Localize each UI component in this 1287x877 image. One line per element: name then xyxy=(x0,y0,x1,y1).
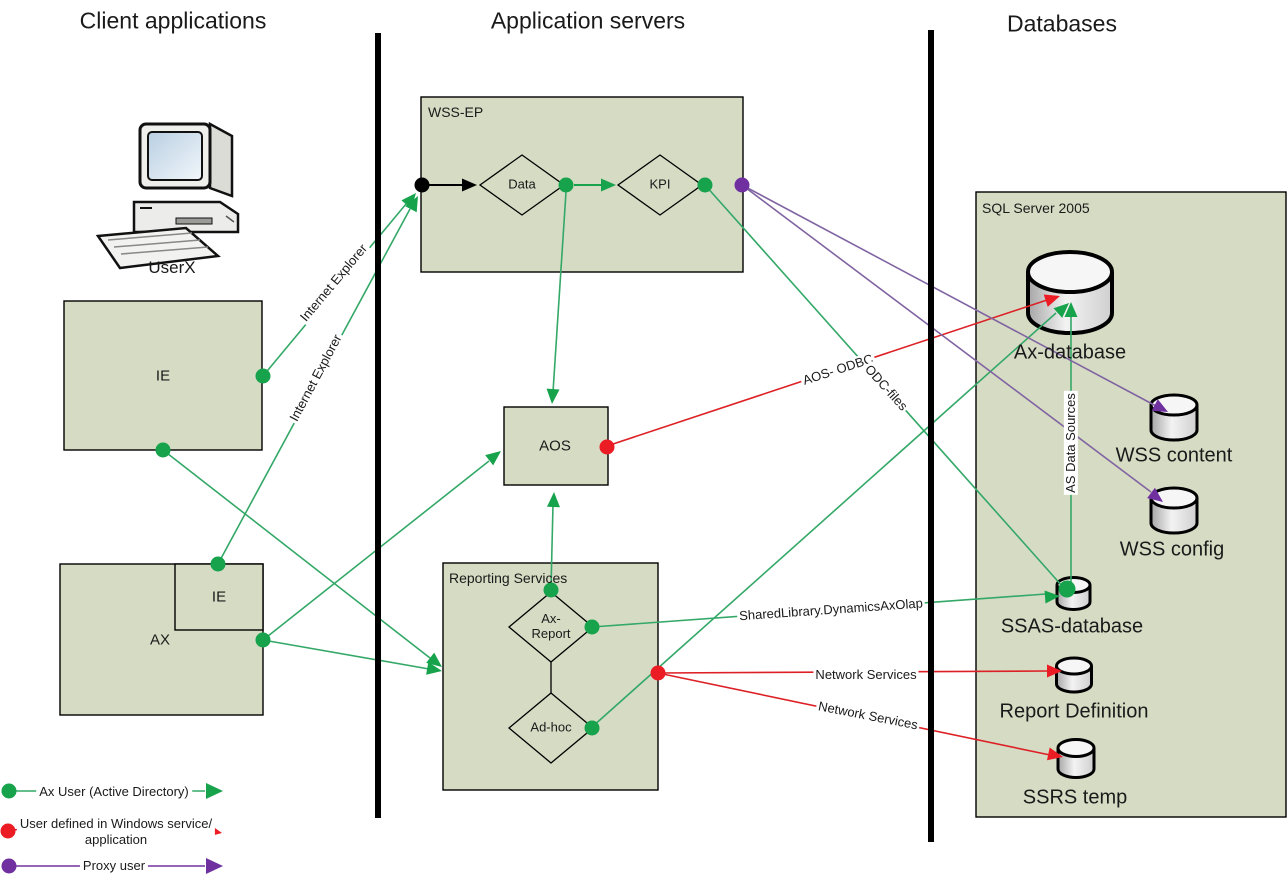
green-dot-data xyxy=(558,177,574,193)
arrow-ssas-axdb xyxy=(1064,302,1078,317)
ad-hoc-diamond-label: Ad-hoc xyxy=(530,719,572,735)
ie-box xyxy=(63,300,263,451)
wss-ep-title: WSS-EP xyxy=(428,104,484,120)
arrow-ax-reporting xyxy=(426,661,442,675)
divider-client-servers xyxy=(375,33,381,818)
arrow-adhoc-axdb xyxy=(1053,303,1069,318)
edge-label-as-data-sources: AS Data Sources xyxy=(1062,391,1079,495)
legend-proxy-user-label: Proxy user xyxy=(79,857,149,875)
green-dot-ax-right xyxy=(255,632,271,648)
purple-dot-proxy xyxy=(734,177,750,193)
wss-content-label: WSS content xyxy=(1115,444,1233,467)
arrow-into-ssas xyxy=(1044,590,1060,604)
arrow-ax-aos xyxy=(485,451,501,466)
userx-label: UserX xyxy=(148,258,196,277)
ie-box-label: IE xyxy=(155,367,171,385)
green-dot-ie-right xyxy=(255,368,271,384)
report-definition-cylinder xyxy=(1055,656,1093,694)
green-dot-axreport-top xyxy=(543,582,559,598)
ax-database-label: Ax-database xyxy=(1013,341,1127,364)
red-dot-reporting xyxy=(650,665,666,681)
black-dot-wssep-entry xyxy=(414,177,430,193)
legend-win-service-label: User defined in Windows service/applicat… xyxy=(16,815,216,849)
edge-axreport-to-aos xyxy=(550,504,554,589)
column-header-databases: Databases xyxy=(1007,10,1117,37)
arrow-into-ssrstemp xyxy=(1046,747,1063,761)
ssrs-temp-cylinder xyxy=(1056,738,1096,779)
ssrs-temp-label: SSRS temp xyxy=(1022,786,1128,809)
legend-win-service-line1: User defined in Windows service/ xyxy=(19,815,213,831)
arrowheads xyxy=(401,178,1168,761)
arrow-data-kpi xyxy=(601,178,616,192)
wss-config-label: WSS config xyxy=(1119,538,1225,561)
arrow-proxy-wssconfig xyxy=(1147,487,1163,502)
legend-green-dot xyxy=(1,783,17,799)
ax-box-label: AX xyxy=(149,631,171,649)
red-dot-aos xyxy=(599,439,615,455)
column-header-servers: Application servers xyxy=(490,7,686,34)
sql-server-title: SQL Server 2005 xyxy=(982,200,1090,216)
aos-box-label: AOS xyxy=(539,437,571,455)
green-dot-adhoc-right xyxy=(584,720,600,736)
ax-ie-subbox-label: IE xyxy=(211,588,227,606)
aos-box xyxy=(503,406,609,486)
ssas-database-label: SSAS-database xyxy=(1000,615,1144,638)
arrow-data-aos xyxy=(546,388,560,404)
edge-adhoc-to-axdb xyxy=(591,312,1057,728)
arrow-entry-data xyxy=(462,178,477,192)
arrow-into-reportdef xyxy=(1047,664,1062,678)
green-dot-kpi xyxy=(697,177,713,193)
edge-ie-to-reporting xyxy=(162,449,431,659)
arrow-proxy-wsscontent xyxy=(1151,399,1168,412)
green-dot-axie-top xyxy=(210,556,226,572)
edge-label-network-services-1: Network Services xyxy=(813,666,919,683)
data-diamond-label: Data xyxy=(508,176,536,192)
legend-ax-user-label: Ax User (Active Directory) xyxy=(36,783,192,801)
computer-icon xyxy=(95,121,240,270)
edge-proxy-to-wsscontent xyxy=(741,184,1157,407)
kpi-diamond xyxy=(616,154,704,216)
arrow-aos-axdb xyxy=(1043,294,1060,307)
edge-ax-to-reporting xyxy=(262,639,430,670)
ax-report-line1: Ax- xyxy=(541,611,561,627)
green-dot-axreport-right xyxy=(584,619,600,635)
reporting-services-title: Reporting Services xyxy=(449,570,568,586)
edge-data-to-aos xyxy=(552,191,567,393)
ax-report-line2: Report xyxy=(531,626,571,641)
legend-purple-dot xyxy=(1,858,17,874)
arrow-axreport-aos xyxy=(546,492,560,508)
data-diamond xyxy=(478,154,566,216)
ax-database-cylinder xyxy=(1026,250,1114,335)
green-dot-ie-bottom xyxy=(155,442,171,458)
legend-red-dot xyxy=(0,823,16,839)
legend-purple-arrow xyxy=(206,858,223,874)
legend-win-service-line2: application xyxy=(84,832,148,847)
green-dot-ssas xyxy=(1058,580,1076,598)
kpi-diamond-label: KPI xyxy=(649,176,671,192)
column-header-client: Client applications xyxy=(79,7,267,34)
ax-report-diamond-label: Ax-Report xyxy=(531,611,571,642)
divider-servers-databases xyxy=(928,30,934,842)
connection-dots xyxy=(155,177,1076,736)
report-definition-label: Report Definition xyxy=(999,700,1149,723)
ad-hoc-diamond xyxy=(507,692,595,764)
arrow-axie-wssep xyxy=(405,196,418,213)
legend-green-arrow xyxy=(206,783,223,799)
edge-proxy-to-wssconfig xyxy=(741,184,1152,493)
